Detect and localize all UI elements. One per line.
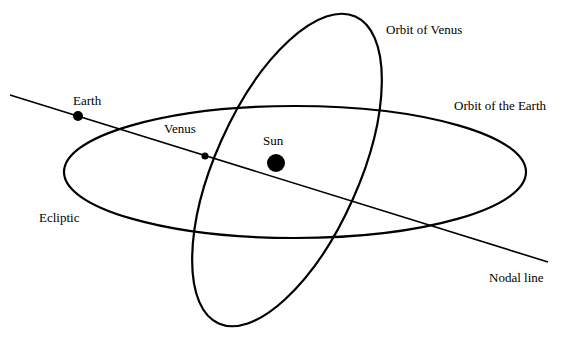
planet-label: Earth — [72, 93, 102, 108]
venus-orbit — [153, 0, 421, 338]
earth-dot — [73, 111, 83, 121]
star-label: Sun — [262, 133, 284, 148]
orbit-label: Orbit of the Earth — [453, 98, 547, 113]
line-label: Nodal line — [488, 270, 545, 285]
venus-dot — [202, 153, 209, 160]
planet-label: Venus — [163, 121, 197, 136]
earth-orbit — [64, 106, 526, 238]
plane-label: Ecliptic — [38, 210, 80, 225]
venus-orbit-group — [153, 0, 421, 338]
orbit-label: Orbit of Venus — [385, 22, 463, 37]
nodal-line — [10, 95, 548, 262]
sun-disc — [267, 154, 285, 172]
